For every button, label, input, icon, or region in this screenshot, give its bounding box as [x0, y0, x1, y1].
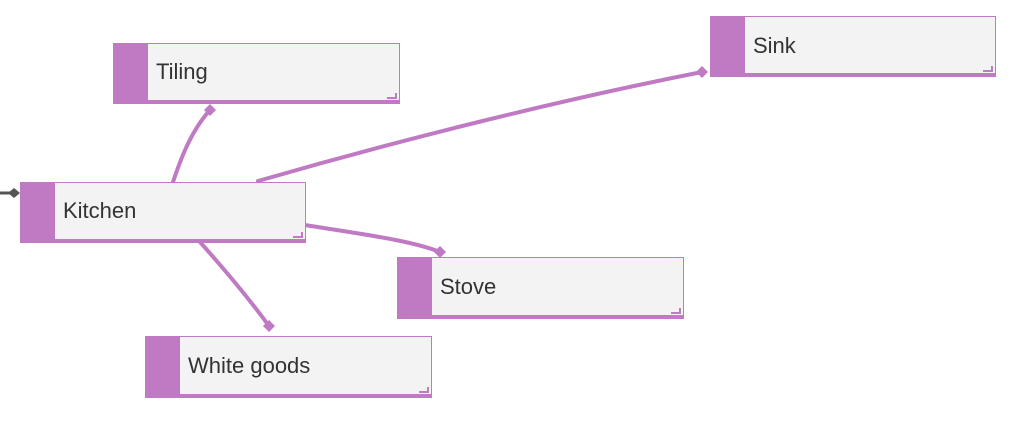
node-sink[interactable]: Sink: [710, 16, 996, 77]
node-color-stripe: [114, 44, 148, 104]
parent-connector: [0, 188, 20, 198]
node-stove[interactable]: Stove: [397, 257, 684, 319]
edge-kitchen-white-goods: [198, 240, 275, 332]
edge-kitchen-tiling: [171, 104, 216, 184]
edge-kitchen-sink: [256, 66, 708, 183]
resize-corner-icon: [983, 66, 993, 72]
node-color-stripe: [398, 258, 432, 319]
node-label: Sink: [753, 33, 796, 58]
node-color-stripe: [146, 337, 180, 398]
node-label: Stove: [440, 273, 497, 299]
edge-kitchen-stove: [303, 223, 446, 258]
node-kitchen[interactable]: Kitchen: [20, 182, 306, 243]
resize-corner-icon: [293, 232, 303, 238]
node-color-stripe: [21, 183, 55, 243]
node-label: Tiling: [156, 59, 208, 84]
node-tiling[interactable]: Tiling: [113, 43, 400, 104]
node-label: Kitchen: [63, 198, 137, 223]
node-label: White goods: [188, 352, 311, 378]
resize-corner-icon: [671, 308, 681, 314]
node-color-stripe: [711, 17, 745, 77]
node-white-goods[interactable]: White goods: [145, 336, 432, 398]
resize-corner-icon: [419, 387, 429, 393]
resize-corner-icon: [387, 93, 397, 99]
